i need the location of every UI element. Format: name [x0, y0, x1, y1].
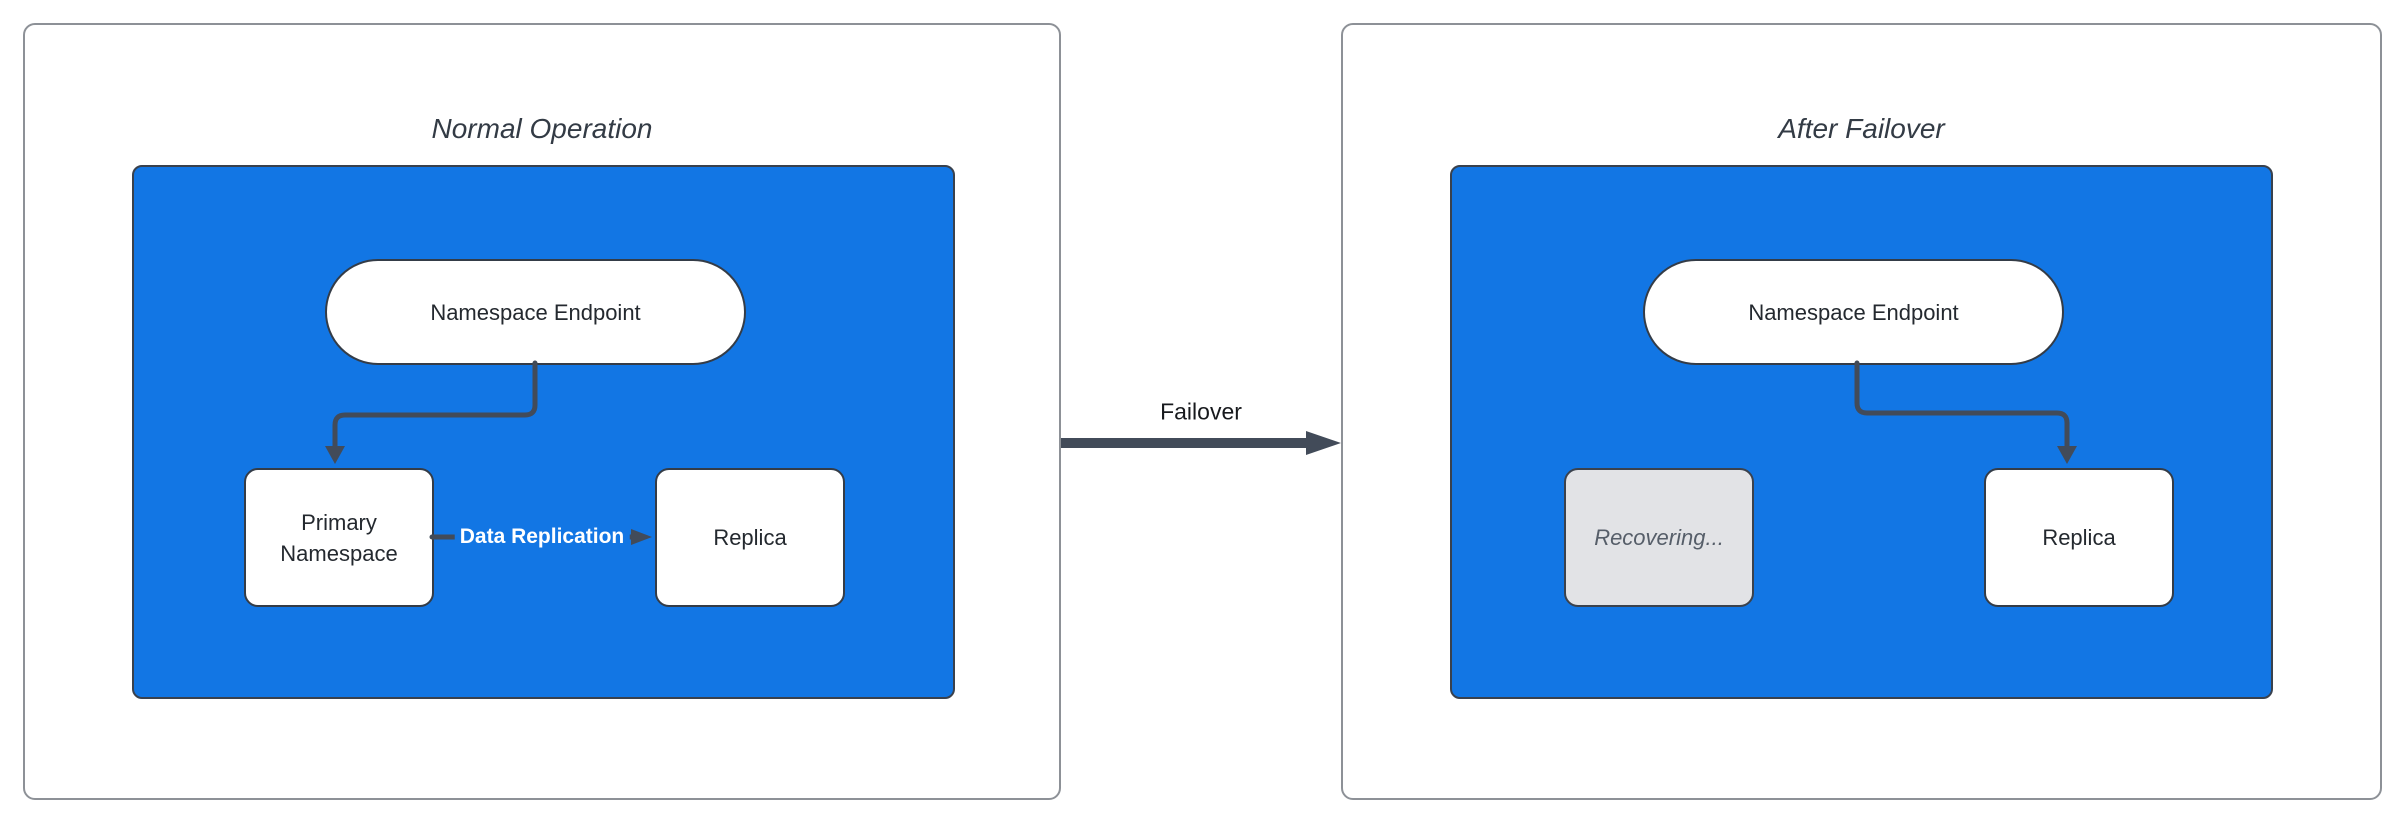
node-label-namespace-endpoint-failover: Namespace Endpoint: [1748, 299, 1959, 325]
panel-after-failover: After Failover Namespace Endpoint Recove…: [1341, 23, 2382, 800]
panel-normal-operation: Normal Operation Namespace Endpoint Prim…: [23, 23, 1061, 800]
cluster-normal-operation: Namespace Endpoint Primary Namespace Rep…: [132, 165, 955, 699]
node-label-replica-failover: Replica: [2042, 525, 2116, 550]
cluster-after-failover: Namespace Endpoint Recovering... Replica: [1450, 165, 2273, 699]
edge-label-data-replication: Data Replication: [454, 523, 630, 551]
edge-label-failover: Failover: [1154, 398, 1248, 426]
node-label-replica-normal: Replica: [713, 525, 787, 550]
node-label-primary-namespace: Primary Namespace: [280, 509, 398, 566]
node-namespace-endpoint-failover: Namespace Endpoint: [1643, 259, 2064, 365]
node-recovering: Recovering...: [1564, 468, 1754, 607]
node-replica-normal: Replica: [655, 468, 845, 607]
panel-title-after-failover: After Failover: [1778, 113, 1945, 144]
node-namespace-endpoint-normal: Namespace Endpoint: [325, 259, 746, 365]
node-replica-failover: Replica: [1984, 468, 2174, 607]
panel-title-normal-operation: Normal Operation: [431, 113, 653, 144]
node-primary-namespace: Primary Namespace: [244, 468, 434, 607]
arrowhead-failover-transition: [1306, 431, 1341, 455]
node-label-recovering: Recovering...: [1594, 525, 1724, 550]
node-label-namespace-endpoint: Namespace Endpoint: [430, 299, 641, 325]
